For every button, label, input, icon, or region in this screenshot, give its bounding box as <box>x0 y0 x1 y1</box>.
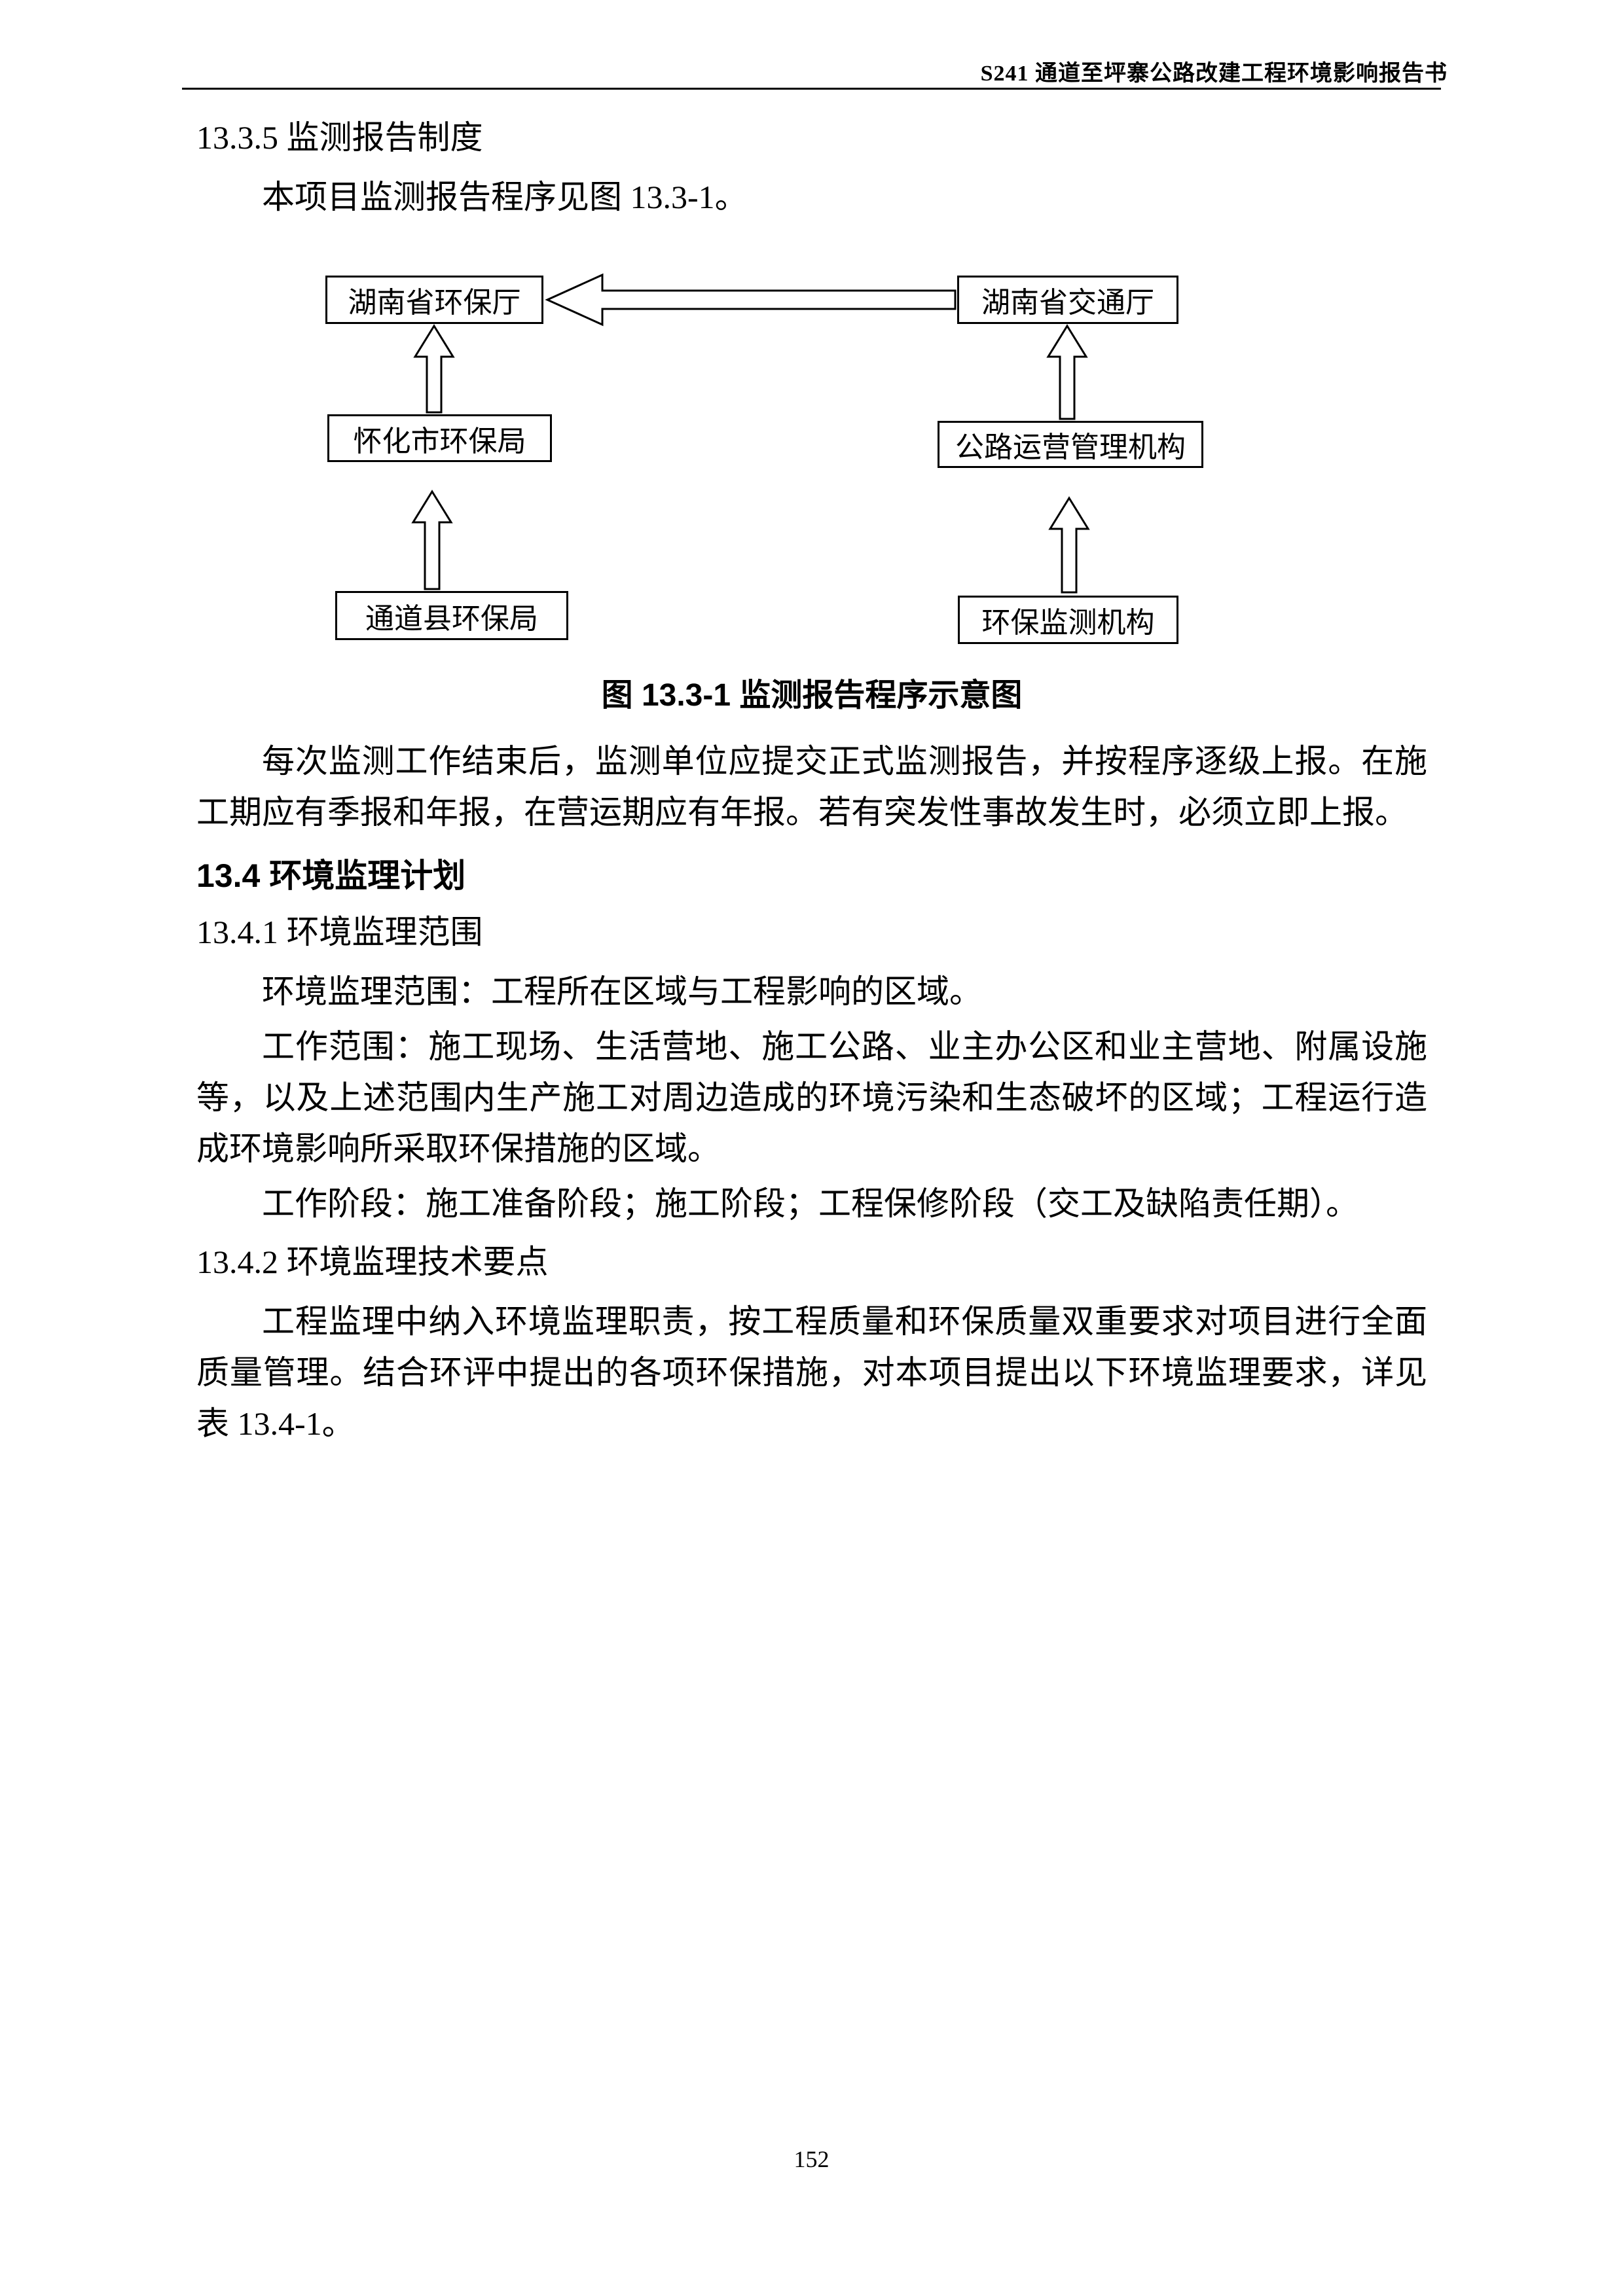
page-number: 152 <box>793 2146 830 2172</box>
arrow-up-icon <box>413 324 455 414</box>
paragraph-scope-3: 工作阶段：施工准备阶段；施工阶段；工程保修阶段（交工及缺陷责任期）。 <box>262 1185 1359 1222</box>
section-heading-13-4-1: 13.4.1 环境监理范围 <box>196 914 483 950</box>
paragraph-intro: 本项目监测报告程序见图 13.3-1。 <box>262 179 748 215</box>
page-header-title: S241 通道至坪寨公路改建工程环境影响报告书 <box>980 62 1448 86</box>
document-body: 13.3.5 监测报告制度 本项目监测报告程序见图 13.3-1。 湖南省环保厅… <box>196 105 1427 1453</box>
flowchart-monitoring-report: 湖南省环保厅 湖南省交通厅 怀化市环保局 公路运营管理机构 通道县环保局 环保监… <box>196 260 1427 660</box>
arrow-left-icon <box>545 273 957 327</box>
section-heading-13-3-5: 13.3.5 监测报告制度 <box>196 119 483 156</box>
paragraph-tech-points: 工程监理中纳入环境监理职责，按工程质量和环保质量双重要求对项目进行全面质量管理。… <box>196 1303 1427 1442</box>
flow-node-road-admin: 公路运营管理机构 <box>938 421 1203 468</box>
arrow-up-icon <box>411 490 453 590</box>
flow-node-monitor-org: 环保监测机构 <box>958 596 1178 644</box>
header-divider <box>182 88 1441 90</box>
section-heading-13-4-2: 13.4.2 环境监理技术要点 <box>196 1244 549 1280</box>
arrow-up-icon <box>1048 496 1090 594</box>
paragraph-scope-1: 环境监理范围：工程所在区域与工程影响的区域。 <box>262 973 982 1010</box>
flow-node-hunan-epb: 湖南省环保厅 <box>325 276 543 324</box>
arrow-up-icon <box>1046 324 1088 420</box>
flow-node-tongdao-epb: 通道县环保局 <box>335 591 568 640</box>
paragraph-report-rules: 每次监测工作结束后，监测单位应提交正式监测报告，并按程序逐级上报。在施工期应有季… <box>196 743 1427 831</box>
figure-caption: 图 13.3-1 监测报告程序示意图 <box>601 678 1023 713</box>
section-heading-13-4: 13.4 环境监理计划 <box>196 857 466 894</box>
flow-node-hunan-dot: 湖南省交通厅 <box>957 276 1178 324</box>
flow-node-huaihua-epb: 怀化市环保局 <box>327 414 552 462</box>
paragraph-scope-2: 工作范围：施工现场、生活营地、施工公路、业主办公区和业主营地、附属设施等，以及上… <box>196 1028 1427 1167</box>
